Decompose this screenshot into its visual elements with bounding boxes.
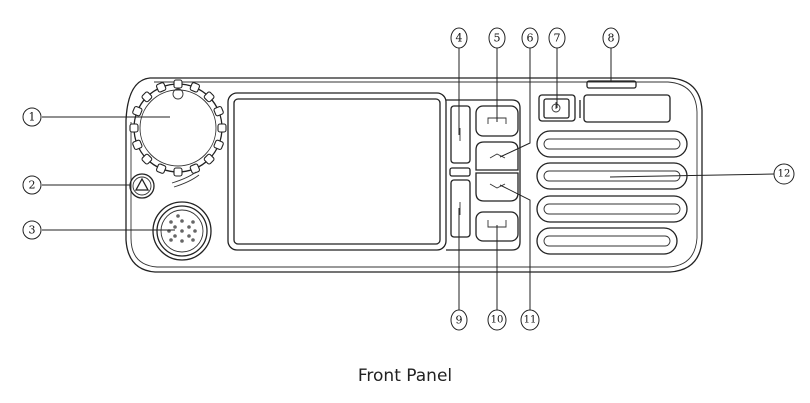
connector-pin xyxy=(176,214,180,218)
callout-6: 6 xyxy=(521,27,539,49)
connector-pin xyxy=(187,234,191,238)
connector-pin xyxy=(169,238,173,242)
callout-7: 7 xyxy=(548,27,566,49)
svg-text:5: 5 xyxy=(494,32,501,45)
connector-pin xyxy=(193,229,197,233)
knob-tooth xyxy=(173,167,183,177)
callout-9: 9 xyxy=(450,309,468,331)
knob-tooth xyxy=(132,105,143,117)
svg-text:2: 2 xyxy=(29,179,36,192)
svg-text:8: 8 xyxy=(608,32,615,45)
connector-pin xyxy=(169,220,173,224)
button-9 xyxy=(450,179,471,238)
panel-body xyxy=(125,77,703,273)
callout-8: 8 xyxy=(602,27,620,49)
leader-lines xyxy=(42,48,775,310)
knob-tooth xyxy=(141,153,153,165)
lcd-screen xyxy=(227,92,447,251)
connector-pin xyxy=(180,239,184,243)
knob-tooth xyxy=(132,139,143,151)
volume-knob xyxy=(129,79,227,188)
knob-tooth xyxy=(173,79,183,89)
svg-text:11: 11 xyxy=(524,315,537,326)
callout-5: 5 xyxy=(488,27,506,49)
indicator-led xyxy=(449,167,471,177)
svg-text:7: 7 xyxy=(554,32,561,45)
connector-pin xyxy=(187,225,191,229)
knob-tooth xyxy=(155,163,167,174)
knob-tooth xyxy=(203,153,215,165)
svg-text:6: 6 xyxy=(527,32,534,45)
figure-caption: Front Panel xyxy=(357,366,453,386)
callout-10: 10 xyxy=(487,309,507,331)
emergency-button xyxy=(129,173,155,199)
svg-text:9: 9 xyxy=(456,314,463,327)
svg-text:3: 3 xyxy=(29,224,36,237)
callout-12: 12 xyxy=(773,163,795,185)
connector-pin xyxy=(191,238,195,242)
knob-tooth xyxy=(213,139,224,151)
callout-2: 2 xyxy=(22,175,42,195)
button-up xyxy=(475,141,519,171)
callout-4: 4 xyxy=(450,27,468,49)
connector-pin xyxy=(173,225,177,229)
knob-tooth xyxy=(155,82,167,93)
button-down xyxy=(475,172,519,202)
mic-connector xyxy=(152,201,212,261)
connector-pin xyxy=(173,234,177,238)
knob-tooth xyxy=(189,163,201,174)
callout-1: 1 xyxy=(22,107,42,127)
knob-tooth xyxy=(213,105,224,117)
display-window xyxy=(583,94,671,123)
knob-tooth xyxy=(141,91,153,103)
button-4 xyxy=(450,105,471,164)
knob-tooth xyxy=(217,123,227,133)
connector-pin xyxy=(180,229,184,233)
svg-text:10: 10 xyxy=(491,315,504,326)
knob-tooth xyxy=(189,82,201,93)
connector-pin xyxy=(191,220,195,224)
speaker-grille xyxy=(536,130,688,255)
callout-11: 11 xyxy=(520,309,540,331)
svg-text:1: 1 xyxy=(29,111,36,124)
knob-tooth xyxy=(203,91,215,103)
connector-pin xyxy=(180,219,184,223)
knob-tooth xyxy=(129,123,139,133)
callout-3: 3 xyxy=(22,220,42,240)
svg-text:12: 12 xyxy=(778,169,791,180)
svg-text:4: 4 xyxy=(456,32,463,45)
